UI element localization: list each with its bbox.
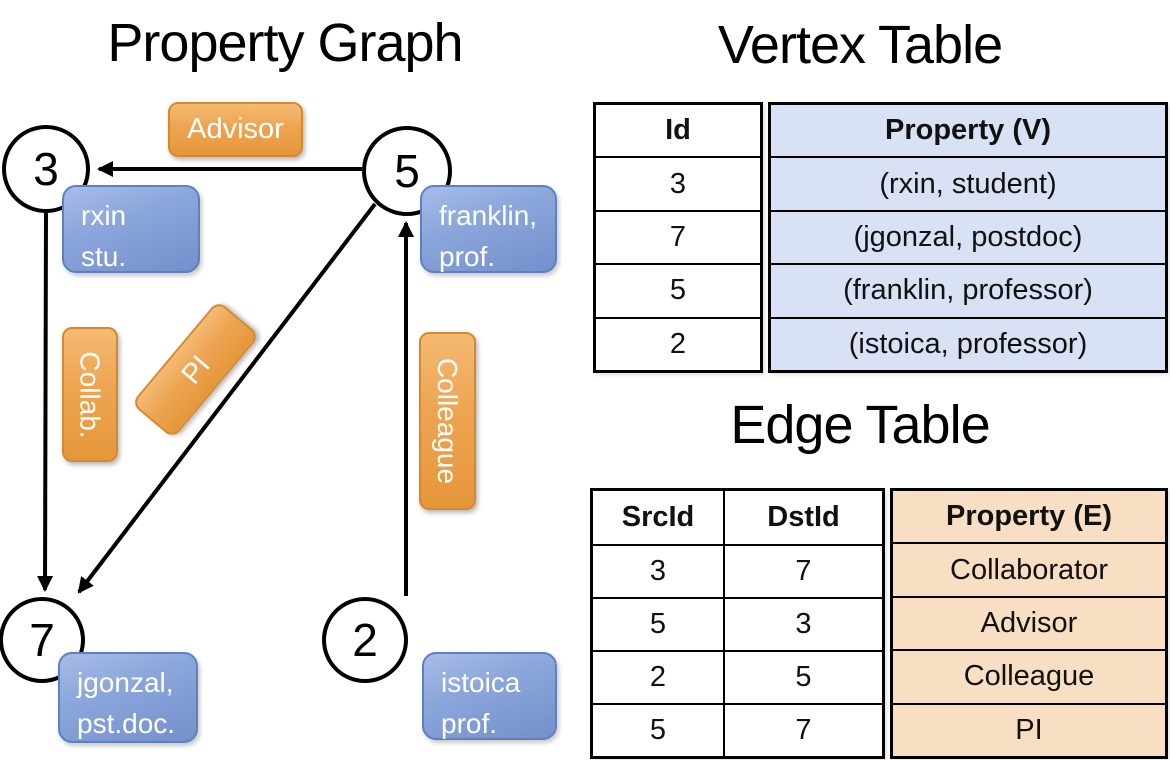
edge-table-src-dst-columns: SrcId DstId 3 7 5 3 2 5 5 7: [590, 488, 885, 759]
vertex-table-id-column: Id 3 7 5 2: [593, 102, 763, 373]
vertex-table-header-property: Property (V): [885, 114, 1051, 147]
vertex-3-role: stu.: [81, 240, 127, 272]
graph-node-5: 5: [362, 126, 452, 216]
edge-label-advisor: Advisor: [168, 102, 303, 157]
node-7-id: 7: [29, 614, 55, 666]
edge-table-header-dst: DstId: [767, 501, 840, 533]
vertex-property-box-2: istoica prof.: [422, 652, 557, 740]
edge-label-pi-text: PI: [174, 349, 216, 390]
edge-table-src-cell: 3: [593, 544, 725, 597]
vertex-7-name: jgonzal,: [77, 667, 174, 698]
vertex-table-id-cell: 5: [596, 263, 760, 316]
edge-table-dst-cell: 3: [725, 597, 882, 650]
vertex-5-name: franklin,: [439, 200, 538, 231]
graph-node-3: 3: [2, 125, 90, 213]
edge-table-header-src: SrcId: [593, 491, 725, 544]
edge-table-header-property: Property (E): [946, 500, 1112, 533]
node-5-id: 5: [394, 145, 420, 197]
node-3-id: 3: [33, 143, 59, 195]
vertex-property-box-5: franklin, prof.: [420, 185, 557, 273]
edge-table-src-cell: 5: [593, 597, 725, 650]
vertex-2-role: prof.: [441, 707, 498, 739]
vertex-7-role: pst.doc.: [77, 707, 176, 739]
node-2-id: 2: [352, 614, 378, 666]
edge-label-collab-text: Collab.: [75, 350, 107, 439]
vertex-table-property-cell: (rxin, student): [771, 156, 1165, 209]
vertex-table-property-column: Property (V) (rxin, student) (jgonzal, p…: [768, 102, 1168, 373]
edge-label-pi: PI: [131, 300, 260, 439]
edge-table-dst-cell: 7: [725, 544, 882, 597]
vertex-table-id-cell: 2: [596, 316, 760, 370]
vertex-5-role: prof.: [439, 240, 496, 272]
edge-label-collab: Collab.: [62, 327, 118, 462]
edge-label-colleague: Colleague: [419, 332, 476, 510]
edge-table-dst-cell: 7: [725, 703, 882, 756]
edge-table-dst-cell: 5: [725, 650, 882, 703]
edge-collab-arrow: [37, 212, 54, 592]
vertex-2-name: istoica: [441, 667, 521, 698]
edge-table-src-cell: 2: [593, 650, 725, 703]
vertex-table-title: Vertex Table: [717, 15, 1003, 75]
vertex-property-box-7: jgonzal, pst.doc.: [58, 652, 198, 743]
edge-table-property-cell: Advisor: [893, 595, 1165, 649]
vertex-3-name: rxin: [81, 200, 127, 231]
edge-label-advisor-text: Advisor: [187, 113, 284, 145]
edge-table-property-column: Property (E) Collaborator Advisor Collea…: [890, 488, 1168, 759]
vertex-table-property-cell: (franklin, professor): [771, 263, 1165, 316]
edge-table-title: Edge Table: [730, 395, 990, 455]
vertex-table-id-cell: 7: [596, 209, 760, 263]
graph-node-2: 2: [322, 597, 408, 683]
edge-label-colleague-text: Colleague: [432, 357, 464, 485]
edge-table-property-cell: PI: [893, 702, 1165, 756]
vertex-property-box-3: rxin stu.: [62, 185, 200, 273]
vertex-table-property-cell: (istoica, professor): [771, 316, 1165, 370]
edge-table-src-cell: 5: [593, 703, 725, 756]
edge-table-property-cell: Collaborator: [893, 542, 1165, 595]
vertex-table-id-cell: 3: [596, 156, 760, 209]
edge-table-property-cell: Colleague: [893, 649, 1165, 702]
property-graph-title: Property Graph: [107, 13, 463, 73]
vertex-table-property-cell: (jgonzal, postdoc): [771, 209, 1165, 263]
vertex-table-header-id: Id: [665, 114, 691, 147]
